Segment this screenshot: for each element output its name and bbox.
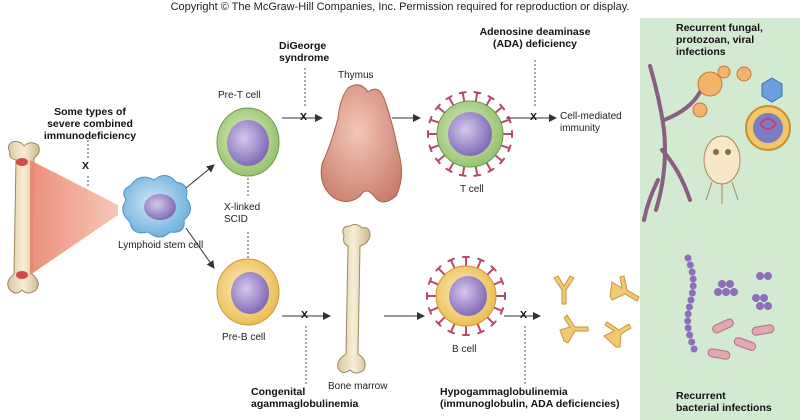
receptor-mark — [427, 130, 438, 138]
protozoan — [703, 135, 741, 204]
digeorge-block-marker: X — [300, 111, 308, 123]
receptor-mark — [473, 165, 482, 177]
enveloped-virus — [745, 105, 791, 151]
receptor-mark — [476, 257, 485, 270]
receptor-mark — [447, 322, 456, 335]
copyright-notice: Copyright © The McGraw-Hill Companies, I… — [170, 1, 630, 13]
b-cell-graphic — [426, 256, 506, 336]
receptor-mark — [494, 103, 506, 114]
pre-b-cell — [216, 258, 280, 326]
bacterium-coccus — [684, 254, 692, 262]
bacterium-coccus — [684, 310, 692, 318]
yeast-cells — [692, 65, 752, 118]
receptor-mark — [476, 322, 485, 335]
receptor-mark — [428, 115, 440, 124]
bacteria-rods — [707, 318, 775, 360]
receptor-mark — [486, 316, 497, 327]
receptor-mark — [447, 257, 456, 270]
receptor-mark — [473, 91, 482, 103]
scid-block-marker: X — [82, 160, 90, 172]
receptor-mark — [435, 265, 446, 276]
pre-b-cell-label: Pre-B cell — [222, 332, 266, 343]
receptor-mark — [462, 256, 470, 267]
bone-marrow-label: Bone marrow — [328, 381, 388, 392]
antibodies — [553, 275, 640, 348]
bone-marrow-bone — [337, 223, 371, 374]
receptor-mark — [434, 154, 446, 165]
bacterium-coccus — [684, 317, 692, 325]
receptor-mark — [427, 277, 440, 286]
t-cell-label: T cell — [460, 184, 484, 195]
bacteria-chain — [684, 254, 698, 353]
receptor-mark — [458, 91, 467, 103]
bacterium-coccus — [689, 275, 697, 283]
bone-marrow-cone — [30, 160, 118, 275]
receptor-mark — [462, 325, 470, 336]
bacterium-coccus — [689, 282, 697, 290]
receptor-mark — [426, 292, 437, 300]
bacterium-coccus — [688, 289, 696, 297]
fungal-hyphae — [642, 64, 702, 222]
bacterium-coccus — [687, 296, 695, 304]
congenital-block-marker: X — [301, 309, 309, 321]
hypogamma-block-marker: X — [520, 309, 528, 321]
receptor-mark — [427, 306, 440, 315]
bacterium-coccus — [684, 324, 692, 332]
thymus-label: Thymus — [338, 70, 374, 81]
t-cell-graphic — [427, 91, 513, 177]
bacterium-coccus — [690, 345, 698, 353]
ada-label: Adenosine deaminase(ADA) deficiency — [479, 26, 591, 50]
b-cell-label: B cell — [452, 344, 477, 355]
bacterium-coccus — [685, 303, 693, 311]
thymus-organ — [320, 84, 402, 203]
bacterium-coccus — [686, 261, 694, 269]
bacterium-coccus — [686, 331, 694, 339]
lymphoid-stem-cell — [122, 175, 191, 238]
receptor-mark — [434, 103, 446, 114]
receptor-mark — [492, 277, 505, 286]
bacterium-coccus — [688, 268, 696, 276]
receptor-mark — [492, 306, 505, 315]
receptor-mark — [494, 154, 506, 165]
lymphoid-stem-cell-label: Lymphoid stem cell — [118, 240, 204, 251]
receptor-mark — [445, 161, 455, 173]
receptor-mark — [445, 95, 455, 107]
receptor-mark — [500, 144, 512, 153]
receptor-mark — [485, 161, 495, 173]
receptor-mark — [485, 95, 495, 107]
receptor-mark — [502, 130, 513, 138]
pre-t-cell-label: Pre-T cell — [218, 90, 261, 101]
receptor-mark — [435, 316, 446, 327]
receptor-mark — [495, 292, 506, 300]
bacterium-coccus — [688, 338, 696, 346]
ada-block-marker: X — [530, 111, 538, 123]
receptor-mark — [486, 265, 497, 276]
bacteria-clusters — [714, 272, 772, 310]
hypogamma-label: Hypogammaglobulinemia(immunoglobulin, AD… — [440, 386, 620, 410]
virus-hexagon — [761, 77, 783, 103]
receptor-mark — [428, 144, 440, 153]
receptor-mark — [458, 165, 467, 177]
pre-t-cell — [216, 107, 280, 177]
